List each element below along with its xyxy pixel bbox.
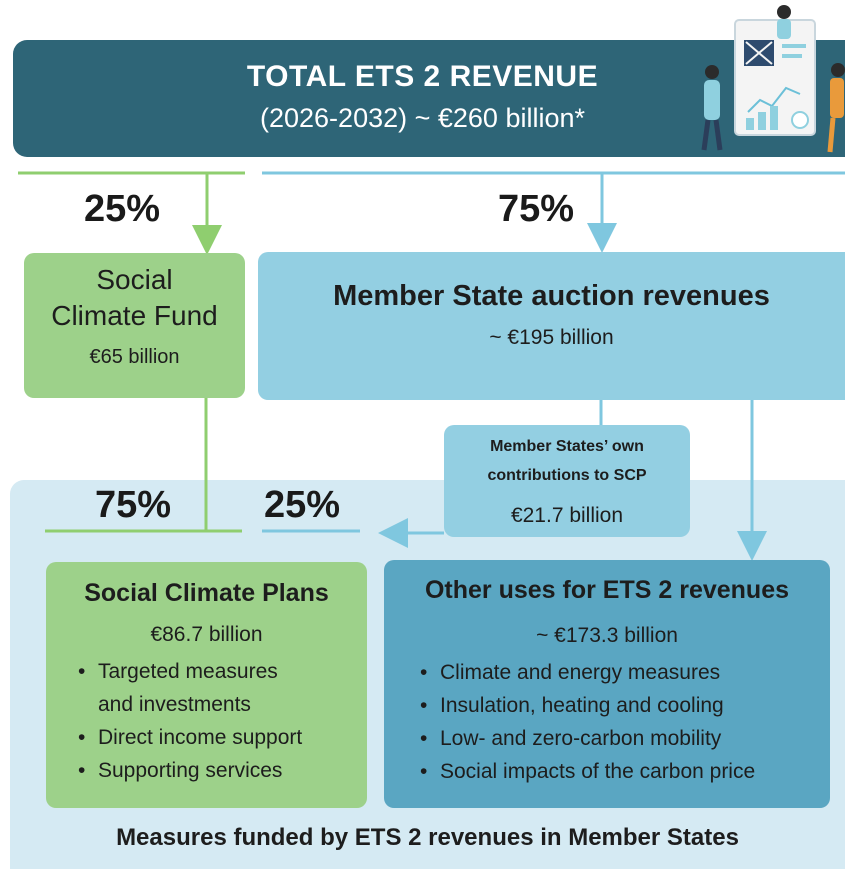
header-subtitle: (2026-2032) ~ €260 billion* xyxy=(260,103,585,133)
scp-item: Direct income support xyxy=(78,721,368,754)
social-climate-fund-value: €65 billion xyxy=(89,346,180,368)
other-uses-item: Low- and zero-carbon mobility xyxy=(420,722,840,755)
other-uses-item: Insulation, heating and cooling xyxy=(420,689,840,722)
analysts-illustration xyxy=(701,5,845,153)
other-uses-value: ~ €173.3 billion xyxy=(536,624,678,647)
social-climate-plans-title: Social Climate Plans xyxy=(84,579,329,607)
other-uses-list: Climate and energy measures Insulation, … xyxy=(420,656,840,788)
own-contrib-percentage: 25% xyxy=(264,484,341,526)
own-title-line1: Member States’ own xyxy=(490,438,644,455)
scp-percentage: 75% xyxy=(95,484,172,526)
person-top-illustration xyxy=(777,5,791,39)
social-climate-plans-value: €86.7 billion xyxy=(150,623,263,646)
own-title-line2: contributions to SCP xyxy=(487,467,647,484)
own-contributions-title: Member States’ own contributions to SCP xyxy=(444,432,690,490)
scf-title-line1: Social xyxy=(96,264,173,295)
social-climate-fund-title: Social Climate Fund xyxy=(24,262,245,334)
scf-title-line2: Climate Fund xyxy=(51,300,218,331)
scp-item: Targeted measures xyxy=(78,655,368,688)
scp-item-continuation: and investments xyxy=(98,693,251,716)
person-right-illustration xyxy=(827,63,845,153)
member-state-auction-box xyxy=(258,252,845,400)
footer-caption: Measures funded by ETS 2 revenues in Mem… xyxy=(116,824,739,851)
own-contributions-box xyxy=(444,425,690,537)
member-state-auction-value: ~ €195 billion xyxy=(489,326,614,349)
social-climate-plans-list: Targeted measures and investments Direct… xyxy=(78,655,368,787)
other-uses-title: Other uses for ETS 2 revenues xyxy=(424,576,790,604)
member-state-auction-title: Member State auction revenues xyxy=(333,280,770,312)
ms-percentage: 75% xyxy=(498,188,575,230)
header-title: TOTAL ETS 2 REVENUE xyxy=(246,60,599,93)
clipboard-illustration xyxy=(734,19,816,136)
person-left-illustration xyxy=(701,65,723,151)
other-uses-item: Climate and energy measures xyxy=(420,656,840,689)
own-contributions-value: €21.7 billion xyxy=(510,504,624,527)
other-uses-item: Social impacts of the carbon price xyxy=(420,755,840,788)
scp-item: Supporting services xyxy=(78,754,368,787)
scf-percentage: 25% xyxy=(84,188,161,230)
social-climate-fund-box xyxy=(24,253,245,398)
